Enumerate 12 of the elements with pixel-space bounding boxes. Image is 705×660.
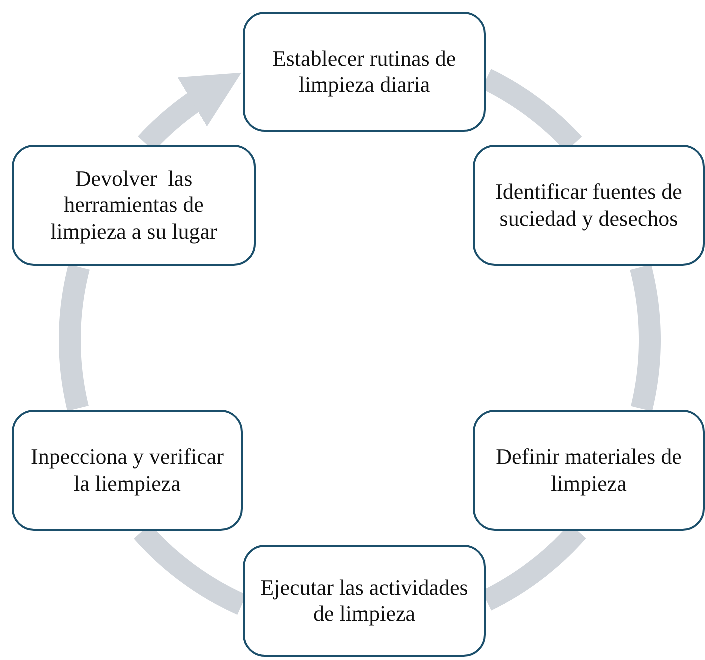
process-box [243,12,486,132]
process-box [473,410,705,531]
process-box [12,145,256,266]
step-text: Definir materiales de limpieza [495,444,683,497]
step-text: Establecer rutinas de limpieza diaria [272,46,458,98]
process-box [12,410,243,531]
step-text: Devolver las herramientas de limpieza a su lugar [50,166,218,246]
process-box [243,545,486,657]
step-text: Ejecutar las actividades de limpieza [260,574,470,628]
step-text: Inpecciona y verificar la liempieza [30,444,225,497]
step-text: Identificar fuentes de suciedad y desechos [494,179,684,232]
process-box [473,145,705,266]
